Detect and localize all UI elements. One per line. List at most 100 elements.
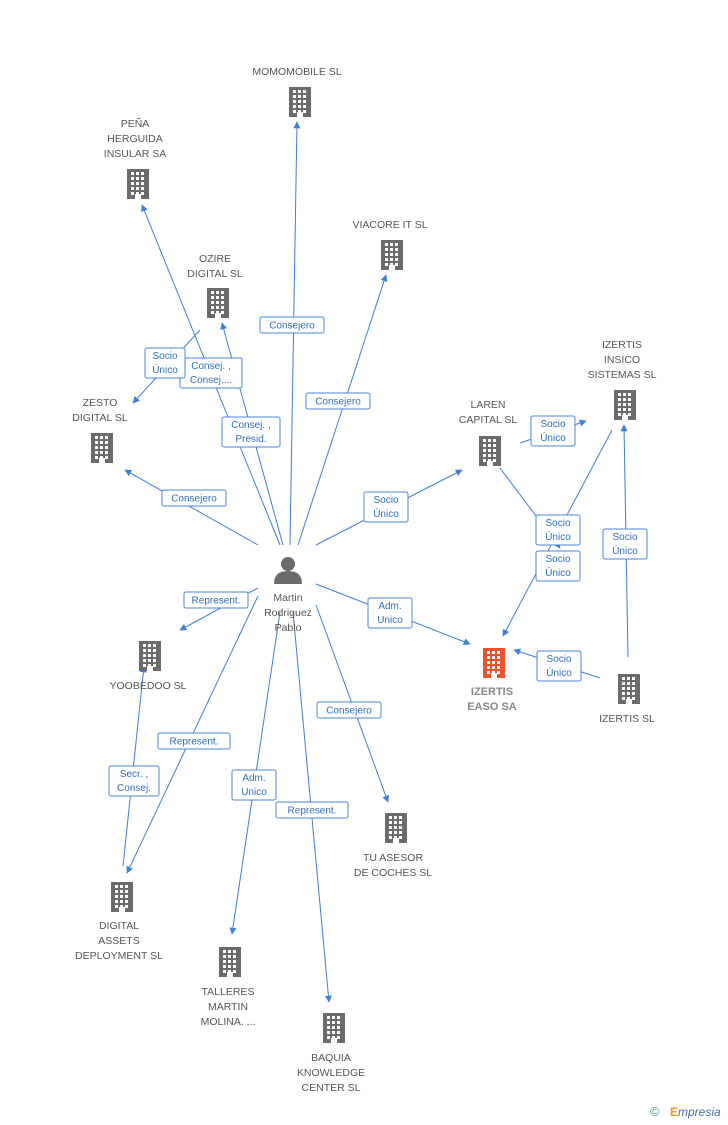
building-window xyxy=(623,408,626,411)
node-talleres[interactable]: TALLERESMARTINMOLINA. ... xyxy=(201,947,256,1028)
building-window xyxy=(483,459,486,462)
building-window xyxy=(143,664,146,667)
edge-label-text: Socio xyxy=(152,351,177,362)
building-door xyxy=(389,265,395,270)
building-window xyxy=(223,955,226,958)
building-window xyxy=(233,960,236,963)
node-label: EASO SA xyxy=(467,701,517,713)
building-window xyxy=(497,666,500,669)
edge-label-text: Único xyxy=(373,507,399,520)
node-izertis[interactable]: IZERTIS SL xyxy=(599,674,655,725)
edge-label[interactable]: Consej. ,Consej.... xyxy=(179,357,243,389)
edge-label-text: Consejero xyxy=(269,321,315,332)
building-window xyxy=(100,441,103,444)
node-label: PEÑA xyxy=(121,117,150,130)
building-window xyxy=(487,661,490,664)
building-window xyxy=(136,192,139,195)
building-window xyxy=(618,393,621,396)
building-window xyxy=(628,403,631,406)
edge-label[interactable]: Adm.Unico xyxy=(231,769,277,801)
edge-label[interactable]: Consej. ,Presid. xyxy=(221,416,281,448)
building-window xyxy=(95,441,98,444)
edge-label-text: Socio xyxy=(546,654,571,665)
edge-label[interactable]: Secr. ,Consej. xyxy=(108,765,160,797)
brand-logo[interactable]: Empresia xyxy=(670,1105,721,1119)
building-window xyxy=(487,656,490,659)
building-window xyxy=(303,95,306,98)
building-icon xyxy=(91,433,113,463)
building-window xyxy=(399,826,402,829)
building-window xyxy=(125,900,128,903)
building-window xyxy=(327,1031,330,1034)
edge-label[interactable]: Represent. xyxy=(157,732,231,750)
building-window xyxy=(632,677,635,680)
edge-label[interactable]: Consejero xyxy=(259,316,325,334)
edge-label-box xyxy=(535,514,581,546)
edge-label[interactable]: Consejero xyxy=(305,392,371,410)
node-label: IZERTIS SL xyxy=(599,713,655,725)
node-label: OZIRE xyxy=(199,253,231,265)
building-window xyxy=(488,439,491,442)
building-window xyxy=(332,1026,335,1029)
edge-label[interactable]: Consejero xyxy=(316,701,382,719)
building-window xyxy=(487,666,490,669)
edge-label[interactable]: Adm.Unico xyxy=(367,597,413,629)
brand-name: mpresia xyxy=(678,1105,721,1119)
node-label: IZERTIS xyxy=(471,686,513,698)
node-label: CENTER SL xyxy=(302,1082,361,1094)
building-window xyxy=(488,459,491,462)
building-window xyxy=(390,258,393,261)
building-door xyxy=(99,458,105,463)
node-izertis-easo[interactable]: IZERTIS EASO SA xyxy=(467,648,517,713)
building-window xyxy=(492,656,495,659)
building-window xyxy=(632,687,635,690)
building-window xyxy=(385,253,388,256)
edge-center-to-viacore xyxy=(297,274,388,546)
building-window xyxy=(389,826,392,829)
building-window xyxy=(143,644,146,647)
building-window xyxy=(492,661,495,664)
node-yoobedoo[interactable]: YOOBEDOO SL xyxy=(109,641,187,692)
building-window xyxy=(105,436,108,439)
edge-label[interactable]: Represent. xyxy=(275,801,349,819)
building-window xyxy=(153,649,156,652)
edge-label-box xyxy=(602,528,648,560)
edge-label-box xyxy=(536,650,582,682)
building-window xyxy=(337,1026,340,1029)
building-icon xyxy=(323,1013,345,1043)
edge-label[interactable]: Represent. xyxy=(183,591,249,609)
building-window xyxy=(211,291,214,294)
building-window xyxy=(136,182,139,185)
building-window xyxy=(493,444,496,447)
building-door xyxy=(135,194,141,199)
building-window xyxy=(233,965,236,968)
building-door xyxy=(331,1038,337,1043)
node-momomobile[interactable]: MOMOMOBILE SL xyxy=(252,66,342,117)
edge-label[interactable]: Consejero xyxy=(161,489,227,507)
building-window xyxy=(332,1036,335,1039)
building-window xyxy=(394,821,397,824)
building-window xyxy=(115,905,118,908)
edge-label-box xyxy=(535,550,581,582)
building-window xyxy=(131,187,134,190)
building-window xyxy=(211,311,214,314)
building-window xyxy=(216,291,219,294)
building-window xyxy=(483,439,486,442)
node-viacore[interactable]: VIACORE IT SL xyxy=(352,219,428,270)
